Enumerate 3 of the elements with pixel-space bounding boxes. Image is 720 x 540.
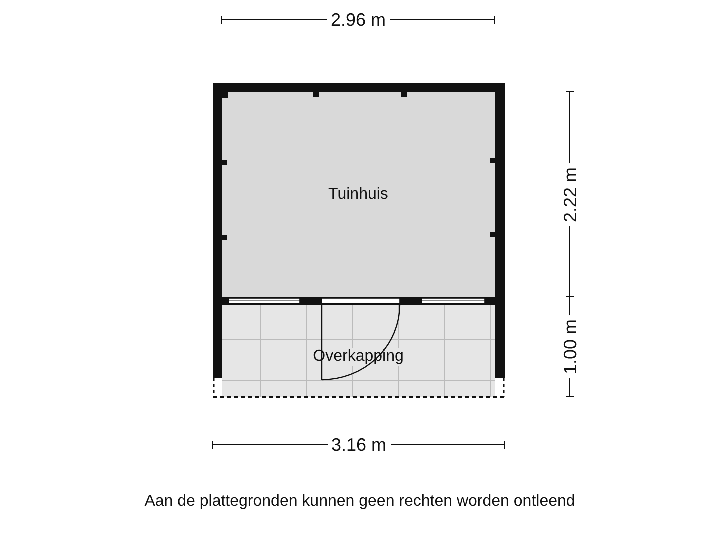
room-area xyxy=(222,92,495,297)
room-area xyxy=(222,305,495,397)
disclaimer-text: Aan de plattegronden kunnen geen rechten worden ontleend xyxy=(144,493,576,511)
